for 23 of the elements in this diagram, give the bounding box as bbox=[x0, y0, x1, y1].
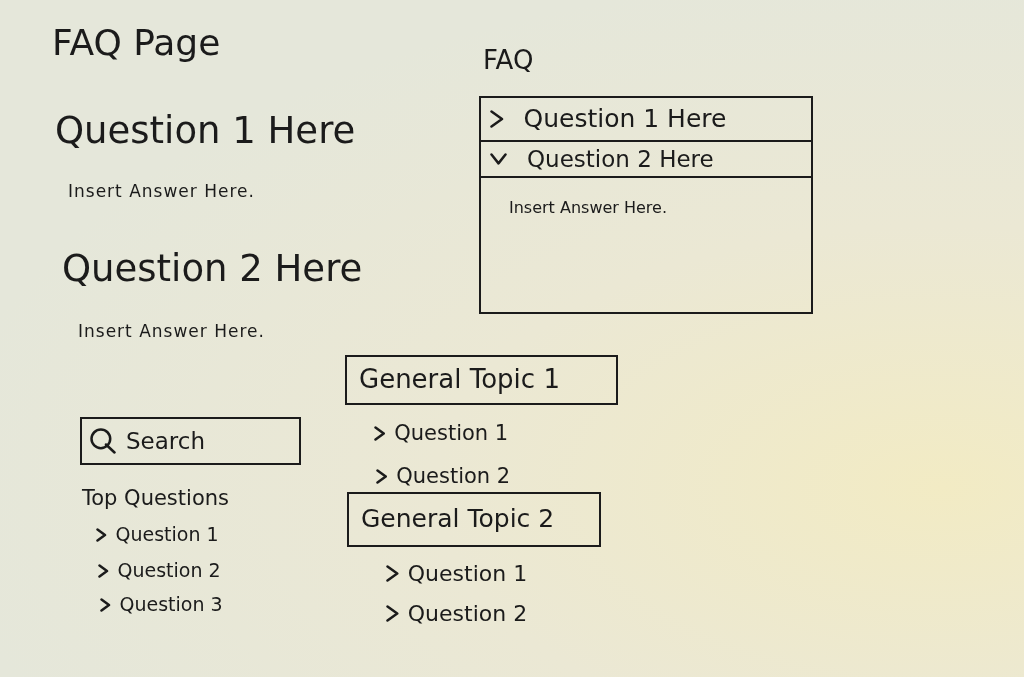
question-heading: Question 2 Here bbox=[62, 248, 363, 291]
answer-text: Insert Answer Here. bbox=[68, 182, 255, 202]
search-field bbox=[80, 417, 301, 465]
topic-title: General Topic 1 bbox=[359, 365, 560, 395]
question-link: Question 2 bbox=[396, 464, 511, 489]
question-link: Question 2 bbox=[407, 601, 528, 627]
placeholder-text: Search bbox=[126, 427, 206, 455]
question-link: Question 1 bbox=[407, 561, 528, 587]
question-title: Question 2 Here bbox=[527, 145, 714, 173]
topic-heading-box bbox=[345, 355, 618, 405]
answer-text: Insert Answer Here. bbox=[78, 322, 265, 342]
question-heading: Question 1 Here bbox=[55, 110, 356, 153]
question-link: Question 1 bbox=[115, 524, 219, 546]
topic-title: General Topic 2 bbox=[361, 505, 555, 534]
topic-heading-box bbox=[347, 492, 601, 547]
question-title: Question 1 Here bbox=[523, 104, 727, 134]
section-heading: FAQ bbox=[483, 46, 534, 76]
question-link: Question 2 bbox=[117, 560, 221, 582]
page-title: FAQ Page bbox=[52, 22, 221, 64]
answer-text: Insert Answer Here. bbox=[509, 199, 668, 218]
question-link: Question 3 bbox=[119, 594, 223, 616]
question-link: Question 1 bbox=[394, 421, 509, 446]
section-heading: Top Questions bbox=[82, 486, 229, 511]
